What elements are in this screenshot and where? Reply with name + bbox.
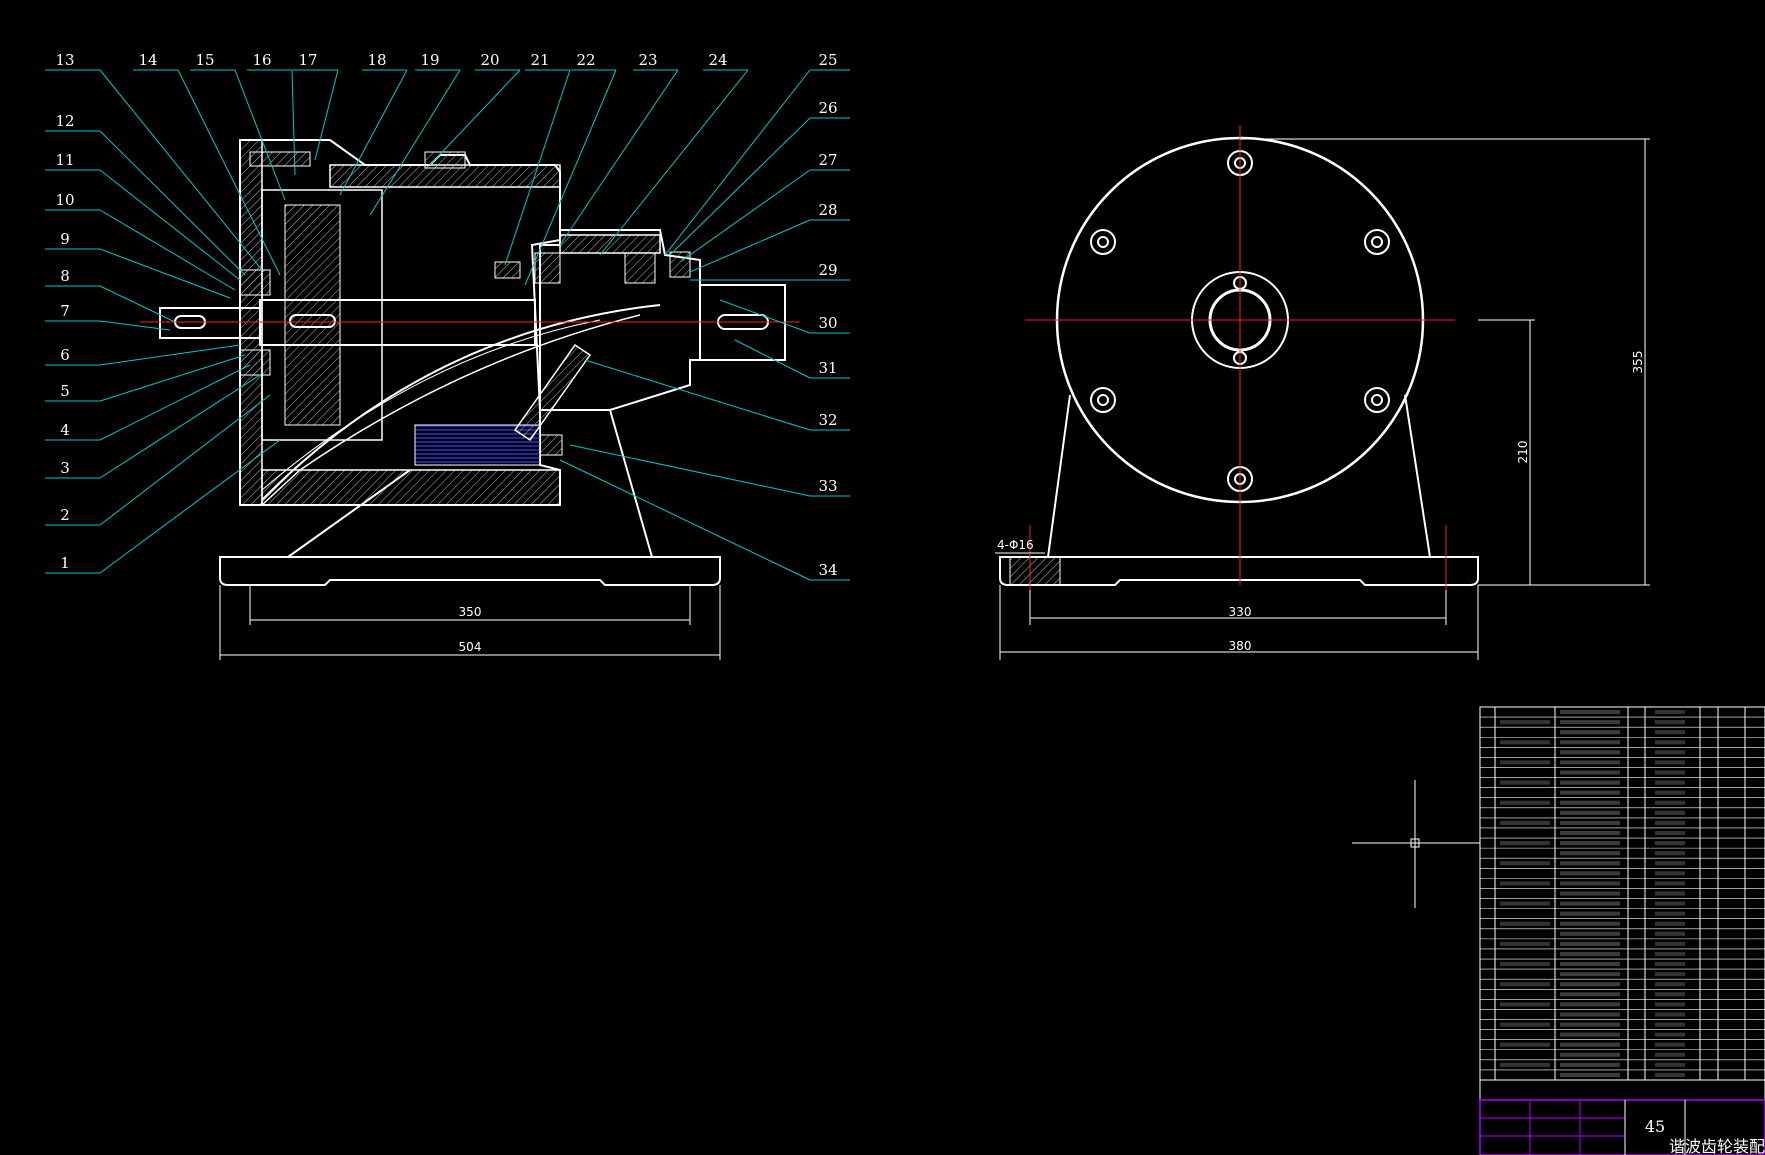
leader-line <box>669 117 811 256</box>
end-centerlines <box>1025 125 1455 590</box>
callout-18: 18 <box>367 51 386 69</box>
dim-504: 504 <box>459 640 482 654</box>
leader-line <box>559 69 679 246</box>
leader-line <box>559 459 811 581</box>
callout-22: 22 <box>576 51 595 69</box>
leader-line <box>99 209 236 291</box>
flexspline <box>261 189 383 441</box>
callout-3: 3 <box>60 459 70 477</box>
bolt-holes <box>1090 150 1390 492</box>
callout-19: 19 <box>420 51 439 69</box>
leader-line <box>234 69 286 201</box>
callout-21: 21 <box>530 51 549 69</box>
dim-355: 355 <box>1631 351 1645 374</box>
leader-line <box>664 69 811 256</box>
callout-33: 33 <box>818 477 837 495</box>
dim-210: 210 <box>1516 441 1530 464</box>
leader-line <box>99 364 251 441</box>
leader-line <box>99 374 261 479</box>
leader-line <box>99 130 246 276</box>
end-base-plate <box>999 556 1479 586</box>
callout-10: 10 <box>55 191 74 209</box>
end-view <box>999 136 1479 586</box>
callout-5: 5 <box>60 382 70 400</box>
leader-line <box>524 69 617 286</box>
callout-14: 14 <box>138 51 157 69</box>
leader-line <box>599 69 749 256</box>
leader-line <box>504 69 571 266</box>
callout-15: 15 <box>195 51 214 69</box>
leader-line <box>99 394 271 526</box>
dim-380: 380 <box>1229 639 1252 653</box>
leader-line <box>177 69 281 276</box>
parts-list <box>1479 706 1765 1101</box>
section-dimensions <box>219 585 721 660</box>
callout-12: 12 <box>55 112 74 130</box>
part-count: 45 <box>1645 1117 1665 1136</box>
leader-line <box>569 444 811 497</box>
callout-26: 26 <box>818 99 837 117</box>
leader-line <box>429 69 521 166</box>
drawing-title: 谐波齿轮装配图 <box>1669 1137 1765 1155</box>
title-block: 45 谐波齿轮装配图 <box>1479 1099 1765 1155</box>
leader-line <box>679 169 811 263</box>
callout-2: 2 <box>60 506 70 524</box>
leader-line <box>689 219 811 273</box>
wave-generator-curve <box>261 304 661 501</box>
callout-32: 32 <box>818 411 837 429</box>
leader-line <box>99 320 171 331</box>
callout-24: 24 <box>708 51 727 69</box>
callout-17: 17 <box>298 51 317 69</box>
callout-28: 28 <box>818 201 837 219</box>
callout-30: 30 <box>818 314 837 332</box>
leader-line <box>291 69 296 176</box>
leader-line <box>719 299 811 334</box>
leader-line <box>99 69 263 271</box>
leader-line <box>339 69 408 196</box>
leader-line <box>314 69 339 161</box>
callout-23: 23 <box>638 51 657 69</box>
callout-11: 11 <box>55 151 74 169</box>
leader-line <box>99 439 281 574</box>
leader-line <box>99 248 231 299</box>
leader-line <box>734 339 811 379</box>
leader-lines <box>45 69 850 581</box>
callout-9: 9 <box>60 230 70 248</box>
callout-13: 13 <box>55 51 74 69</box>
callout-34: 34 <box>818 561 837 579</box>
callout-31: 31 <box>818 359 837 377</box>
dipstick <box>513 343 592 442</box>
callout-16: 16 <box>252 51 271 69</box>
dim-holes: 4-Φ16 <box>997 538 1034 552</box>
dim-350: 350 <box>459 605 482 619</box>
base-plate <box>219 556 721 586</box>
housing-hatch-bottom <box>261 469 561 506</box>
callout-4: 4 <box>60 421 70 439</box>
leader-line <box>584 359 811 431</box>
callout-25: 25 <box>818 51 837 69</box>
section-view <box>159 139 786 586</box>
callout-6: 6 <box>60 346 70 364</box>
callout-20: 20 <box>480 51 499 69</box>
callout-7: 7 <box>60 302 70 320</box>
callout-8: 8 <box>60 267 70 285</box>
leader-line <box>99 354 246 402</box>
callout-27: 27 <box>818 151 837 169</box>
leader-line <box>369 69 461 216</box>
end-dimensions <box>995 138 1650 660</box>
leader-line <box>99 285 176 323</box>
leader-line <box>99 169 241 281</box>
callout-29: 29 <box>818 261 837 279</box>
leader-line <box>99 344 241 366</box>
callout-1: 1 <box>60 554 70 572</box>
crosshair-cursor-icon <box>1352 780 1480 908</box>
dim-330: 330 <box>1229 605 1252 619</box>
